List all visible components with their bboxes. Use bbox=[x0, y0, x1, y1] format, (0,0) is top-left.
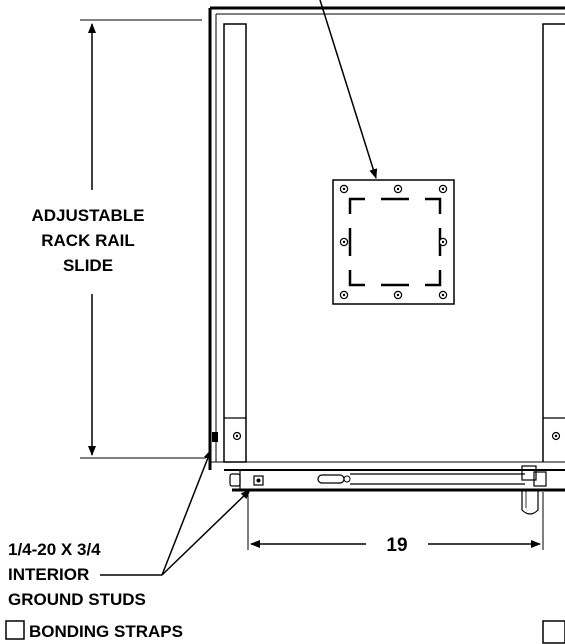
rail-label-line1: ADJUSTABLE bbox=[31, 206, 144, 225]
studs-label-line1: 1/4-20 X 3/4 bbox=[8, 540, 101, 559]
bonding-straps-label: BONDING STRAPS bbox=[29, 622, 183, 641]
plate-leader-arrow bbox=[319, 0, 378, 179]
bonding-straps-swatch-right bbox=[542, 620, 565, 644]
bonding-straps-swatch bbox=[5, 620, 25, 640]
rail-label-line3: SLIDE bbox=[63, 256, 113, 275]
left-rack-rail bbox=[212, 23, 247, 463]
width-dimension-value: 19 bbox=[386, 535, 407, 556]
rail-label-line2: RACK RAIL bbox=[41, 231, 135, 250]
ground-studs-leaders bbox=[100, 449, 251, 576]
studs-label-line2: INTERIOR bbox=[8, 565, 89, 584]
ground-plate bbox=[332, 179, 455, 305]
rail-dimension-line bbox=[80, 19, 206, 459]
enclosure-body bbox=[208, 6, 565, 492]
bottom-hardware bbox=[229, 465, 547, 515]
studs-label-line3: GROUND STUDS bbox=[8, 590, 146, 609]
right-rack-rail bbox=[542, 23, 565, 462]
width-dimension-line bbox=[247, 492, 544, 550]
